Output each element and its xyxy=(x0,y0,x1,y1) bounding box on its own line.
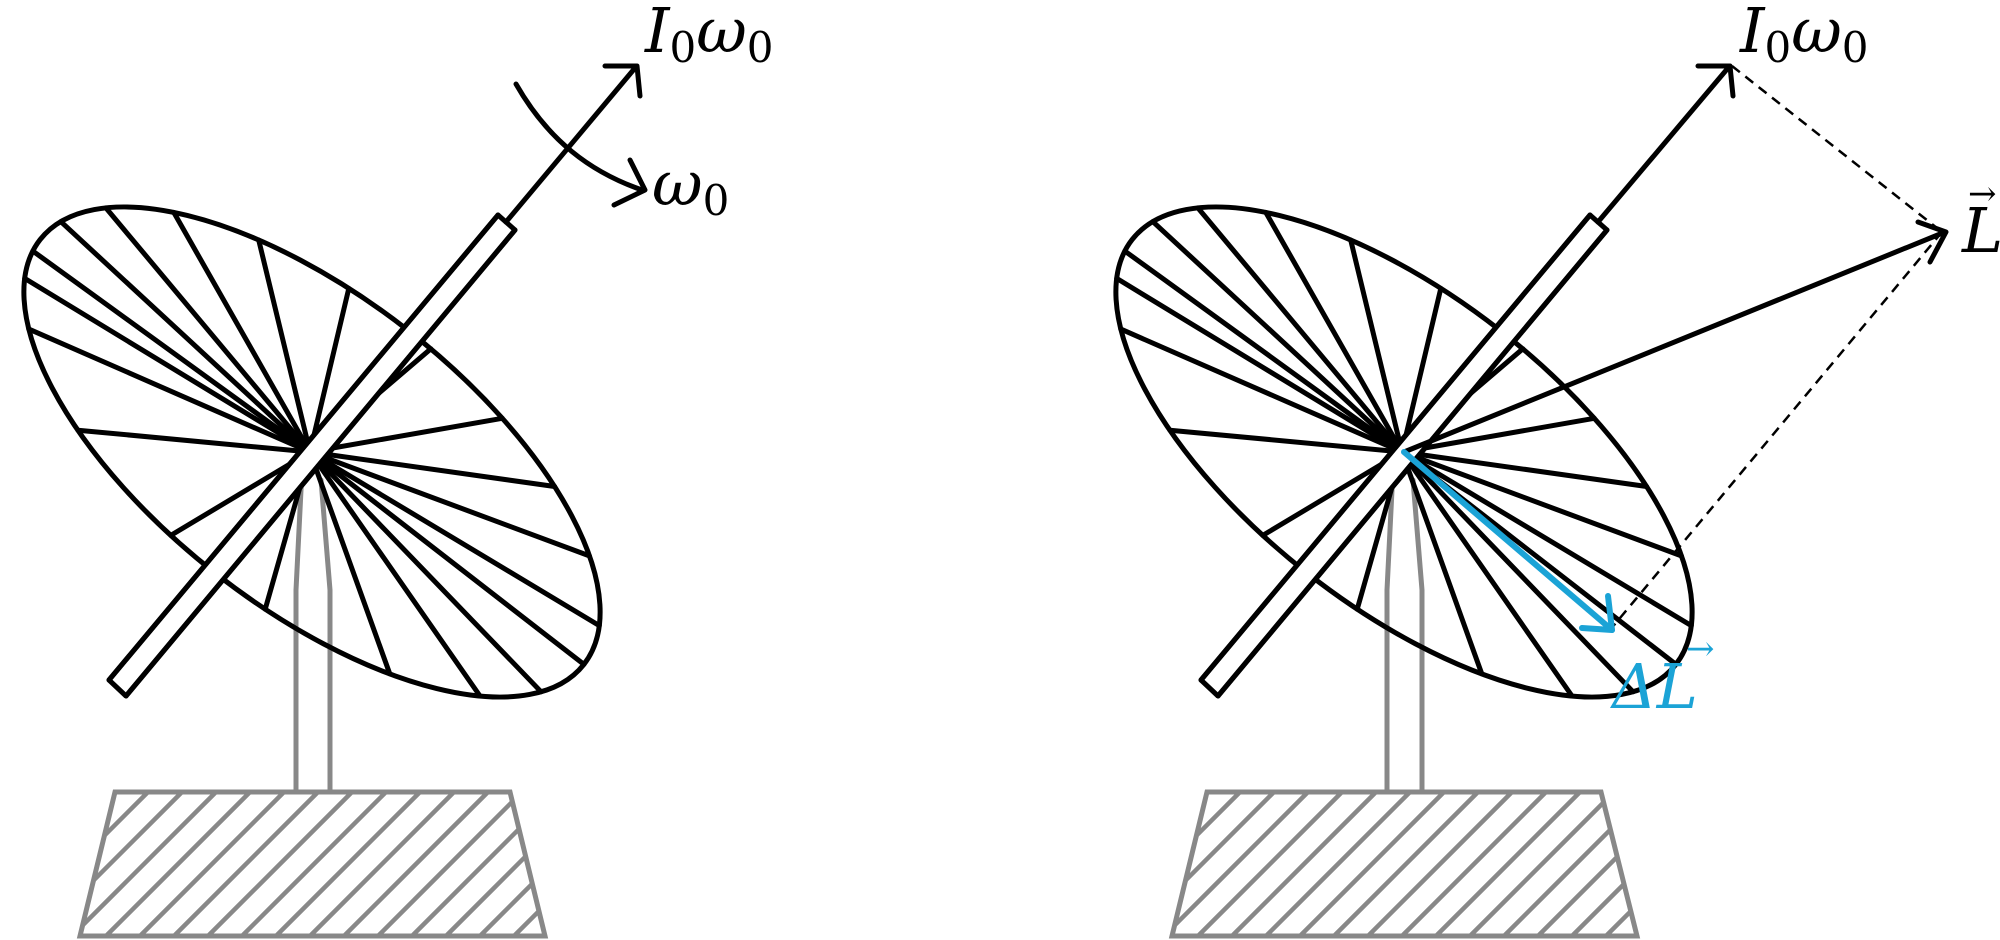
base-hatch-line xyxy=(103,792,253,936)
base-hatch-line xyxy=(511,792,545,936)
base-hatch-line xyxy=(1603,792,1637,936)
base-hatch-line xyxy=(1535,792,1637,936)
base-hatch-line xyxy=(1433,792,1583,936)
disc-spoke xyxy=(1114,275,1405,455)
base-hatch-line xyxy=(1195,792,1345,936)
dashed-construction xyxy=(1609,65,1943,631)
disc-spoke xyxy=(1399,449,1694,629)
base-hatch-line xyxy=(341,792,491,936)
delta-label-arrow: → xyxy=(1686,629,1715,669)
momentum-vector-right xyxy=(1401,219,1949,455)
stand-pole-right xyxy=(1384,447,1425,795)
axis-label-right: I0ω0 xyxy=(1739,0,1869,72)
base-hatch-line xyxy=(548,792,692,936)
right-panel: I0ω0 L → ΔL → xyxy=(1113,0,2000,939)
rotation-arrow-left xyxy=(513,81,648,208)
disc-spoke xyxy=(1399,449,1684,559)
disc-spoke xyxy=(256,237,313,455)
base-hatch-line xyxy=(137,792,287,936)
disc-spoke xyxy=(307,415,505,455)
base-hatch-line xyxy=(1365,792,1515,936)
base-hatch-line xyxy=(239,792,389,936)
base-hatch-line xyxy=(443,792,545,936)
disc-spoke xyxy=(1399,285,1444,455)
disc-spoke xyxy=(75,427,313,455)
base-hatch-line xyxy=(80,792,219,936)
disc-spoke xyxy=(307,449,483,699)
base-hatch-line xyxy=(1640,792,1784,936)
rotation-label-left: ω0 xyxy=(652,147,729,225)
base-hatch-line xyxy=(1399,792,1549,936)
momentum-label-arrow: → xyxy=(1968,174,1997,214)
disc-spoke xyxy=(307,449,558,489)
disc-spoke xyxy=(1348,237,1405,455)
disc-spoke xyxy=(1399,415,1597,455)
base-hatch-line xyxy=(1467,792,1617,936)
base-hatch-line xyxy=(1331,792,1481,936)
disc-spoke xyxy=(1399,449,1650,489)
disc-spoke xyxy=(1399,449,1575,699)
disc-left xyxy=(21,204,603,700)
delta-label-text: ΔL xyxy=(1610,650,1698,723)
disc-spoke xyxy=(22,275,313,455)
base-hatch-line xyxy=(1172,792,1311,936)
base-hatch-line xyxy=(1172,792,1243,936)
base-hatch-line xyxy=(582,792,726,936)
base-hatch-line xyxy=(1674,792,1818,936)
disc-spoke xyxy=(103,205,313,455)
disc-spoke xyxy=(1399,449,1636,695)
momentum-label-right: L → xyxy=(1961,174,2000,267)
base-hatch-line xyxy=(1229,792,1379,936)
delta-vector-right xyxy=(1401,449,1615,633)
axis-arrow-left xyxy=(503,63,643,225)
axis-arrow-right xyxy=(1595,63,1736,225)
disc-spoke xyxy=(26,326,313,455)
base-hatch-line xyxy=(1297,792,1447,936)
disc-spoke xyxy=(307,449,393,677)
disc-spoke xyxy=(1399,449,1485,677)
stand-base-right xyxy=(1168,789,1818,939)
disc-spoke xyxy=(1167,427,1405,455)
base-hatch-line xyxy=(477,792,545,936)
axle-rod-left xyxy=(106,212,518,699)
base-hatch-line xyxy=(1172,792,1277,936)
disc-spoke xyxy=(307,449,592,559)
base-hatch-line xyxy=(1172,792,1175,936)
left-panel: I0ω0 ω0 xyxy=(21,0,774,939)
disc-spoke xyxy=(171,209,313,455)
base-hatch-line xyxy=(273,792,423,936)
base-hatch-line xyxy=(80,792,151,936)
base-hatch-line xyxy=(205,792,355,936)
disc-spoke xyxy=(30,248,313,455)
disc-spoke xyxy=(1195,205,1405,455)
base-hatch-line xyxy=(375,792,525,936)
axis-label-left: I0ω0 xyxy=(644,0,774,72)
disc-spoke xyxy=(307,449,587,667)
stand-base-left xyxy=(76,789,726,939)
disc-spoke xyxy=(1150,219,1405,455)
disc-spoke xyxy=(307,285,352,455)
base-hatch-line xyxy=(80,792,83,936)
disc-spoke xyxy=(307,449,602,629)
stand-pole-left xyxy=(293,447,333,795)
base-hatch-line xyxy=(1263,792,1413,936)
disc-spoke xyxy=(1263,209,1405,455)
delta-label-right: ΔL → xyxy=(1610,629,1715,723)
disc-spoke xyxy=(1122,248,1405,455)
base-hatch-line xyxy=(1569,792,1637,936)
disc-spoke xyxy=(1118,326,1405,455)
momentum-label-letter: L xyxy=(1961,194,2000,267)
base-hatch-line xyxy=(80,792,185,936)
disc-spoke xyxy=(307,449,544,695)
base-hatch-line xyxy=(171,792,321,936)
base-hatch-line xyxy=(307,792,457,936)
disc-spoke xyxy=(58,219,313,455)
